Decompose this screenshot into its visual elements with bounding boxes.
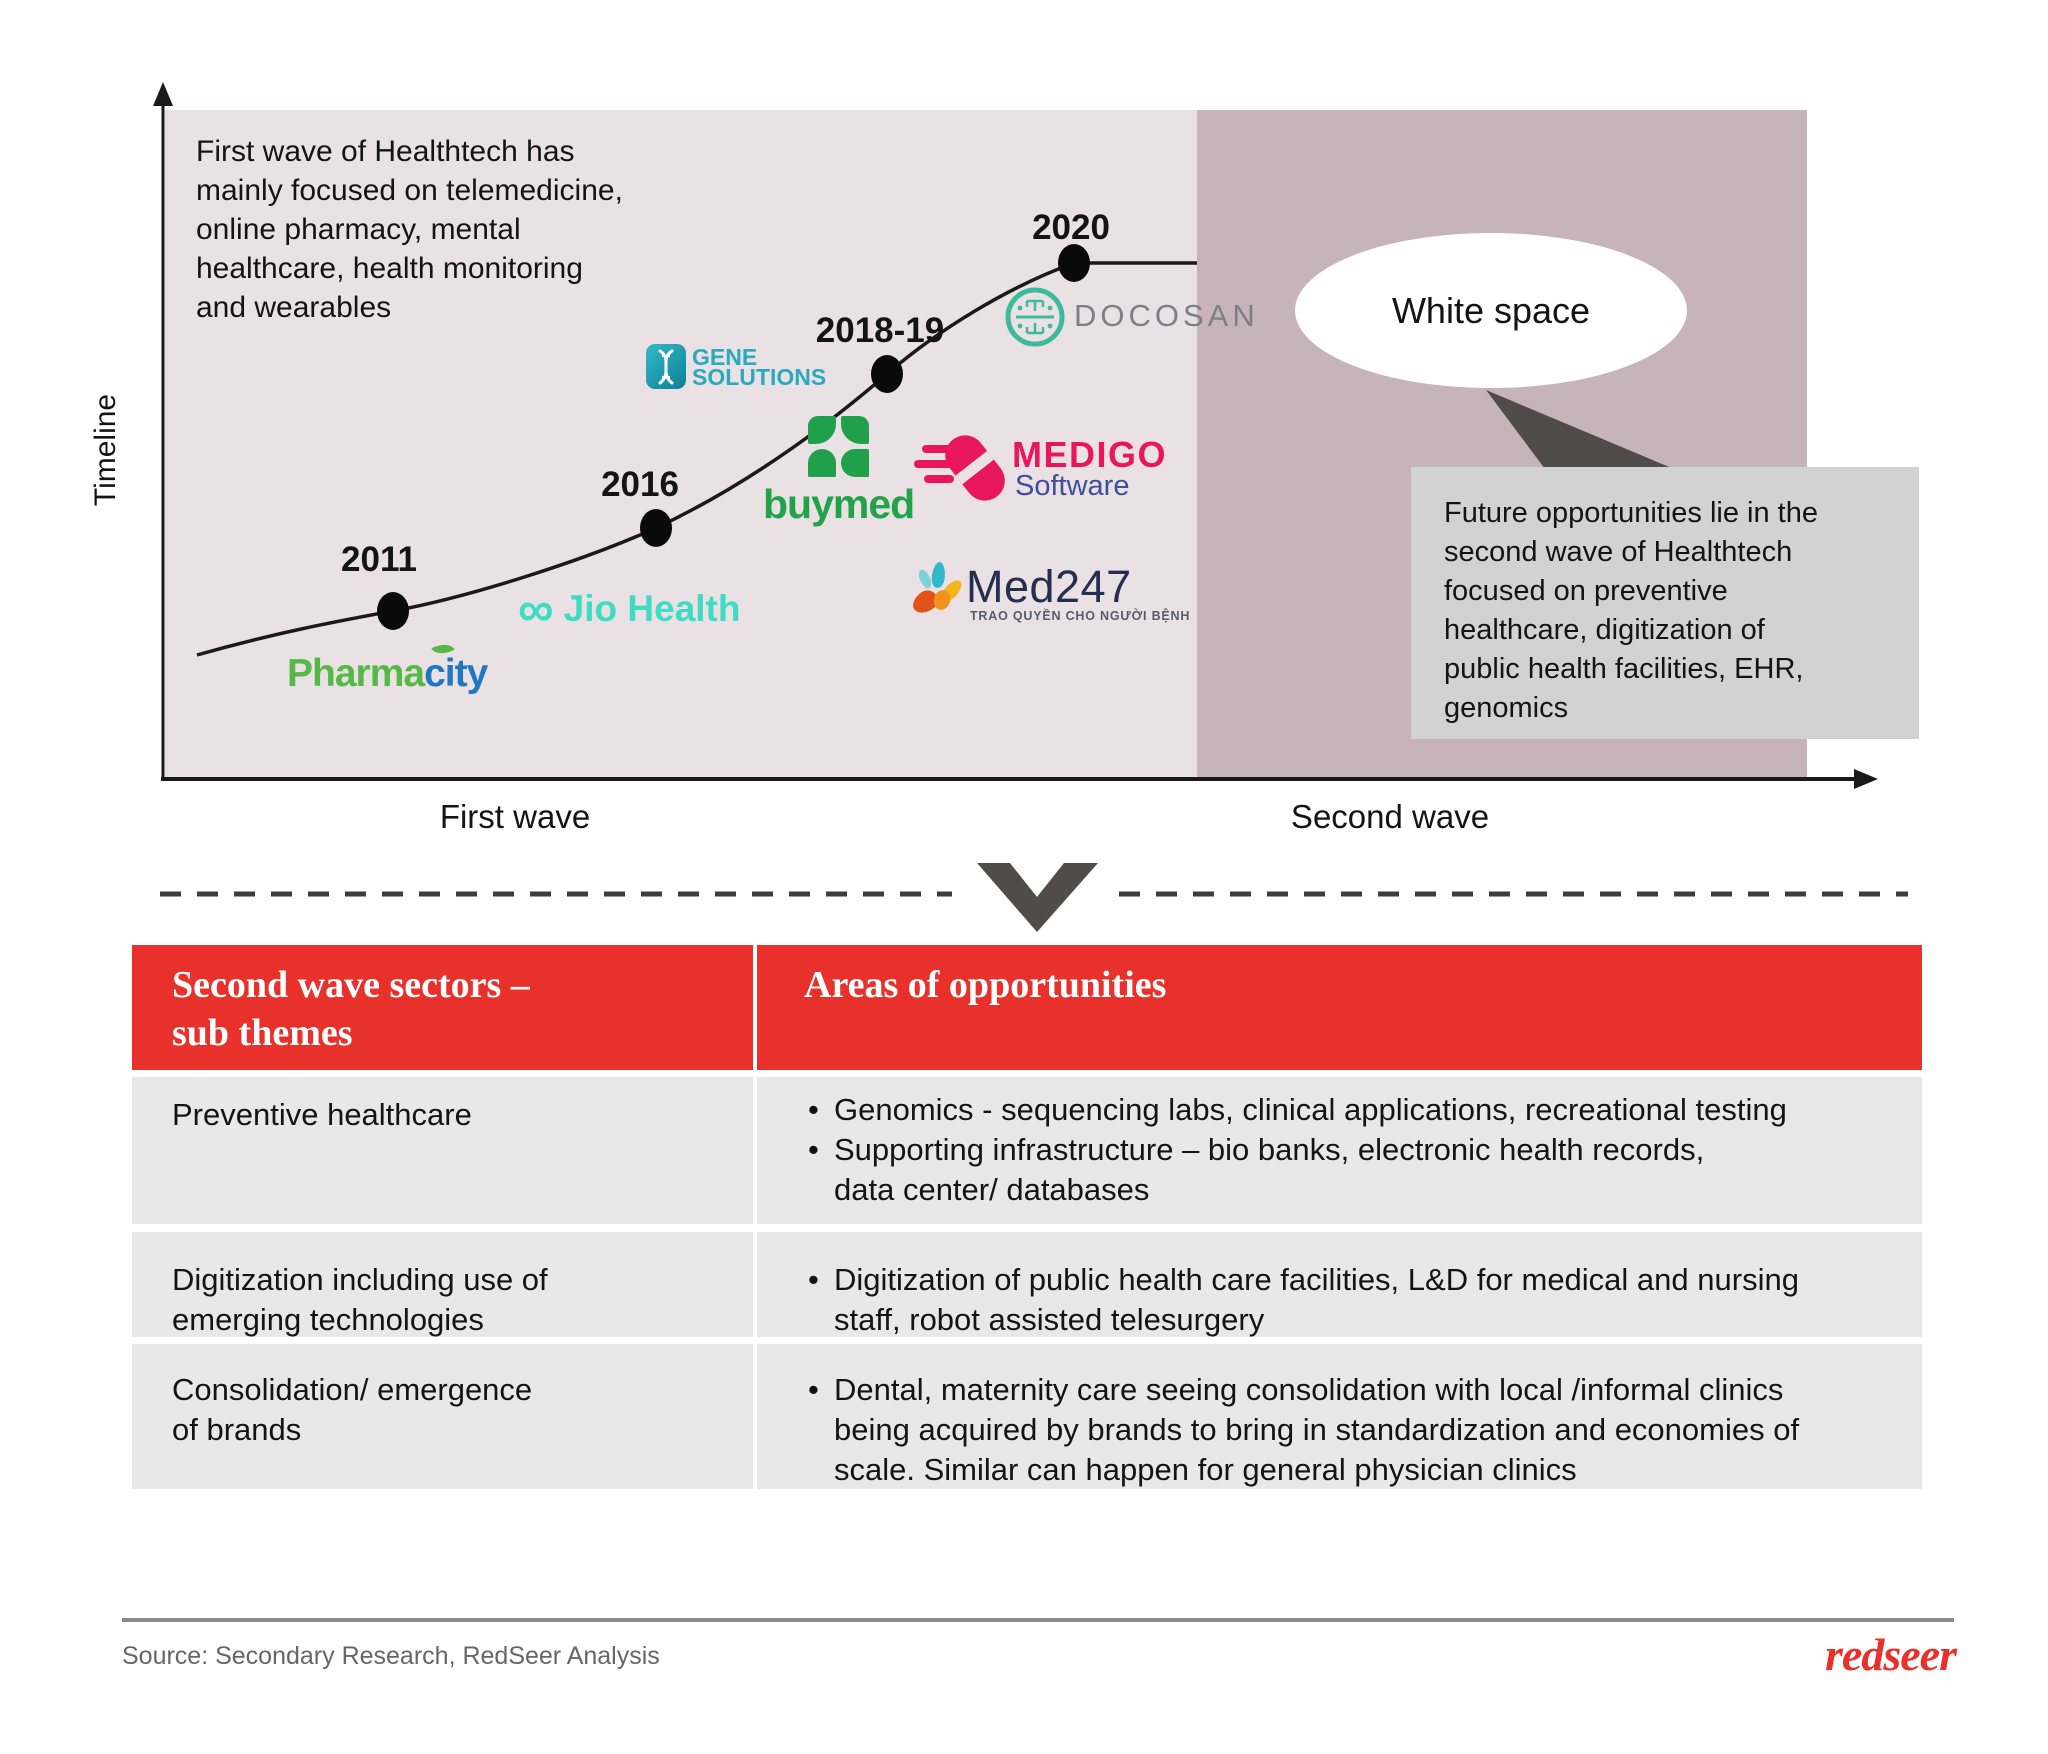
x-axis-arrow-icon xyxy=(1854,769,1878,789)
y-axis-arrow-icon xyxy=(153,82,173,106)
gene-solutions-logo-line2: SOLUTIONS xyxy=(692,364,827,390)
opportunities-cell: Dental, maternity care seeing consolidat… xyxy=(757,1344,1922,1489)
opportunity-bullet: Genomics - sequencing labs, clinical app… xyxy=(804,1090,1922,1130)
opportunity-bullet: Supporting infrastructure – bio banks, e… xyxy=(804,1130,1922,1210)
chevron-down-icon xyxy=(977,863,1098,932)
docosan-logo-text: DOCOSAN xyxy=(1074,298,1259,333)
speed-line-icon xyxy=(922,445,956,453)
table-header-opportunities: Areas of opportunities xyxy=(757,945,1922,1070)
sector-cell: Preventive healthcare xyxy=(132,1077,753,1224)
gene-solutions-logo-line1: GENE xyxy=(692,344,758,370)
med247-logo-text: Med247 xyxy=(966,561,1132,612)
flower-icon xyxy=(908,561,966,622)
year-label-2011: 2011 xyxy=(341,540,417,579)
gene-solutions-logo: GENE SOLUTIONS xyxy=(692,344,827,390)
pharmacity-logo-text-green: Pharma xyxy=(287,652,425,695)
infinity-icon: ∞ xyxy=(518,581,554,637)
column-divider xyxy=(753,1232,757,1337)
medigo-logo-text: MEDIGO xyxy=(1012,434,1168,475)
medigo-logo-subtext: Software xyxy=(1015,470,1130,502)
redseer-logo: redseer xyxy=(1825,1629,1957,1680)
future-opportunities-callout: Future opportunities lie in the second w… xyxy=(1411,467,1919,739)
jio-health-logo-text: Jio Health xyxy=(563,588,741,629)
source-note: Source: Secondary Research, RedSeer Anal… xyxy=(122,1642,660,1670)
column-divider xyxy=(753,945,757,1070)
y-axis-label: Timeline xyxy=(89,393,122,507)
footer-divider xyxy=(122,1618,1954,1622)
future-opportunities-text: Future opportunities lie in the second w… xyxy=(1444,497,1818,724)
buymed-logo-text: buymed xyxy=(763,481,915,527)
sector-cell: Digitization including use of emerging t… xyxy=(132,1232,753,1337)
table-row: Consolidation/ emergence of brands Denta… xyxy=(132,1344,1922,1489)
column-divider xyxy=(753,1344,757,1489)
year-label-2016: 2016 xyxy=(601,465,679,504)
buymed-squares-icon xyxy=(808,416,869,477)
table-header-row: Second wave sectors – sub themes Areas o… xyxy=(132,945,1922,1070)
table-row: Digitization including use of emerging t… xyxy=(132,1232,1922,1337)
white-space-bubble: White space xyxy=(1295,233,1687,388)
docosan-seal-icon xyxy=(1005,287,1065,347)
sector-cell: Consolidation/ emergence of brands xyxy=(132,1344,753,1489)
pharmacity-logo-text-blue: city xyxy=(424,652,488,695)
opportunity-bullet: Dental, maternity care seeing consolidat… xyxy=(804,1370,1922,1490)
column-divider xyxy=(753,1077,757,1224)
year-label-2020: 2020 xyxy=(1032,208,1110,247)
second-wave-axis-label: Second wave xyxy=(1290,798,1490,835)
opportunities-cell: Digitization of public health care facil… xyxy=(757,1232,1922,1337)
table-header-sectors: Second wave sectors – sub themes xyxy=(132,945,753,1070)
opportunities-cell: Genomics - sequencing labs, clinical app… xyxy=(757,1077,1922,1224)
white-space-label: White space xyxy=(1391,289,1591,331)
speed-line-icon xyxy=(924,475,954,483)
jio-health-logo: ∞ Jio Health xyxy=(518,581,741,637)
year-label-2018-19: 2018-19 xyxy=(815,311,945,350)
opportunity-bullet: Digitization of public health care facil… xyxy=(804,1260,1922,1340)
dna-helix-icon xyxy=(646,344,686,389)
med247-logo-tagline: TRAO QUYỀN CHO NGƯỜI BỆNH xyxy=(970,609,1191,623)
table-row: Preventive healthcare Genomics - sequenc… xyxy=(132,1077,1922,1224)
first-wave-intro-text: First wave of Healthtech has mainly focu… xyxy=(196,135,623,324)
first-wave-axis-label: First wave xyxy=(439,798,591,835)
pharmacity-logo: Pharmacity xyxy=(287,639,488,696)
speed-line-icon xyxy=(914,460,958,468)
